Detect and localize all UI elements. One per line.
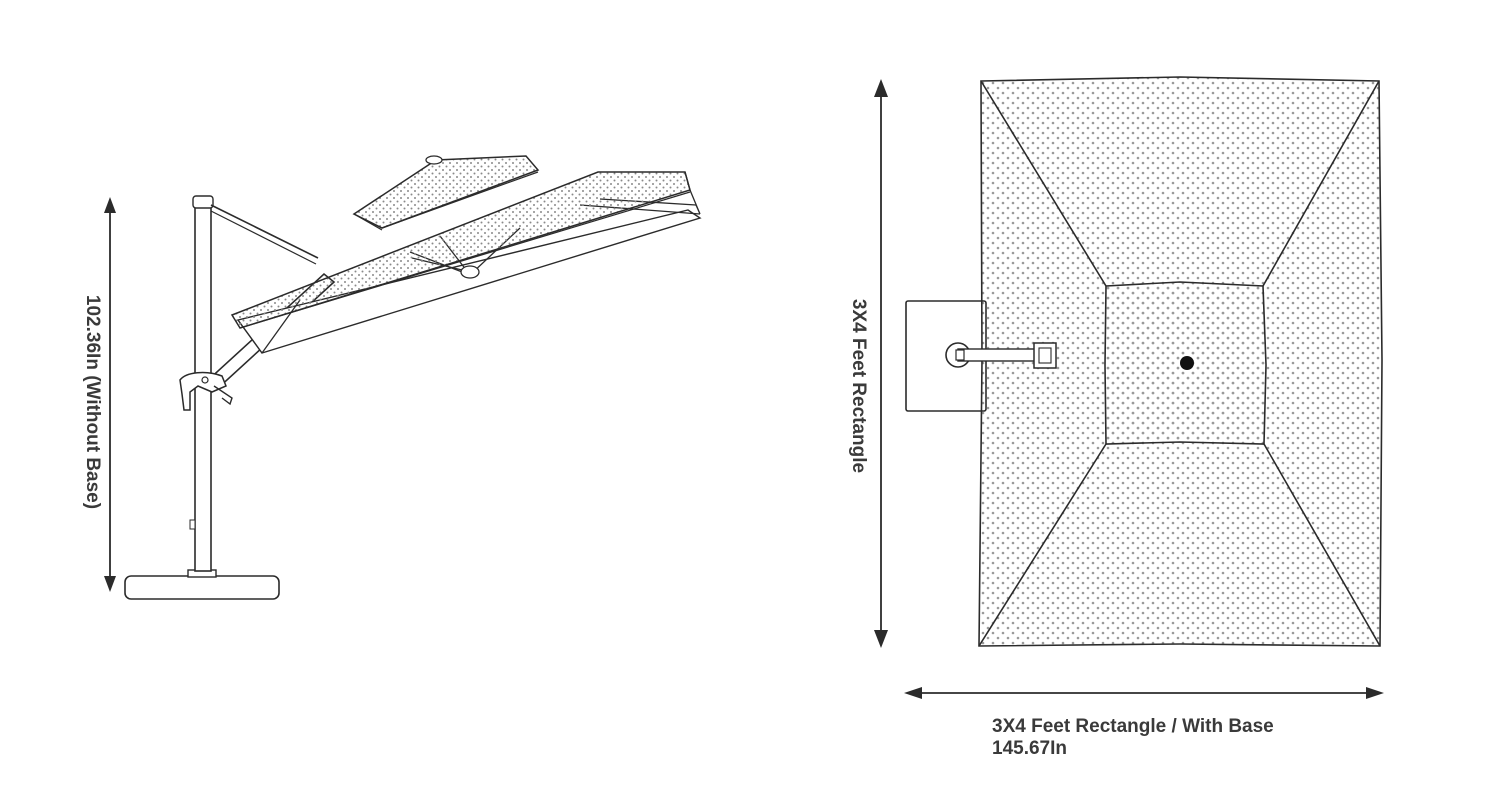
canopy-seams — [978, 80, 1381, 647]
vent-finial — [425, 155, 443, 165]
center-point — [1180, 356, 1194, 370]
width-dimension-label: 3X4 Feet Rectangle / With Base 145.67In — [992, 716, 1274, 760]
side-view-umbrella — [124, 155, 702, 600]
height-dimension-arrow — [104, 197, 116, 592]
width-label-line1: 3X4 Feet Rectangle / With Base — [992, 716, 1274, 737]
pole-arm — [945, 342, 1057, 369]
canopy-vent — [352, 155, 540, 229]
pole-clip — [189, 519, 196, 530]
crank-handle-icon — [179, 371, 233, 411]
top-view-umbrella — [905, 76, 1383, 647]
canopy-hub — [460, 265, 480, 279]
upper-strut — [210, 204, 319, 259]
depth-dimension-arrow — [874, 79, 888, 648]
width-dimension-arrow — [904, 687, 1384, 699]
umbrella-base — [124, 575, 280, 600]
canopy-underside — [236, 209, 702, 354]
height-dimension-label: 102.36In (Without Base) — [82, 294, 103, 510]
pole-cap — [192, 195, 214, 209]
width-label-line2: 145.67In — [992, 738, 1067, 759]
depth-dimension-label: 3X4 Feet Rectangle — [848, 298, 869, 474]
